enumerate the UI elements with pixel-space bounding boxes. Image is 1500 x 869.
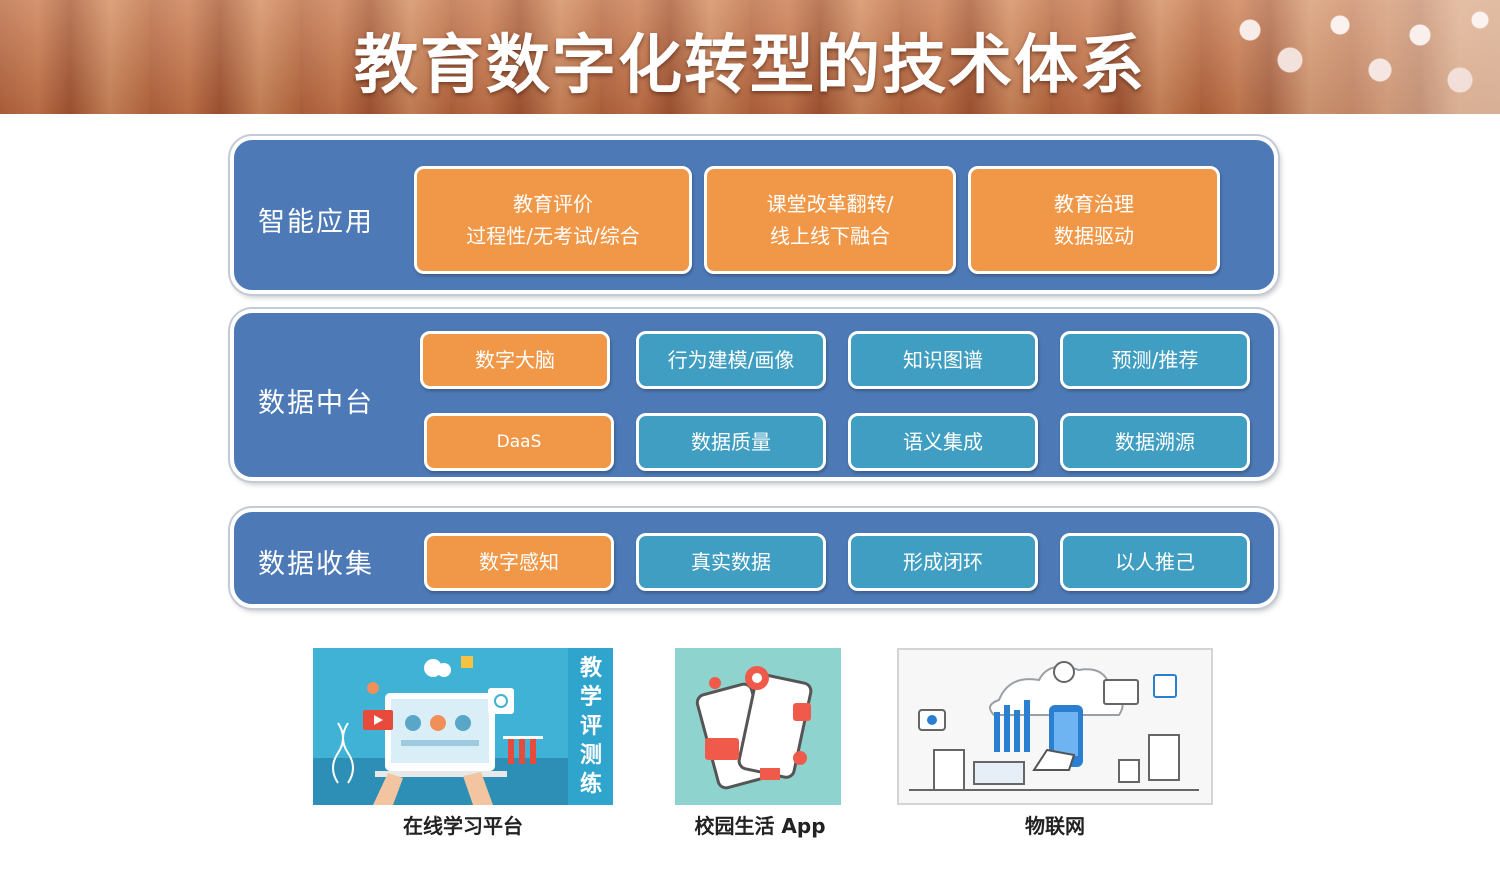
box-digital-brain: 数字大脑 [420,331,610,389]
laptop-learning-icon [313,648,613,805]
box-data-quality: 数据质量 [636,413,826,471]
layer-data-platform: 数据中台 数字大脑 行为建模/画像 知识图谱 预测/推荐 DaaS 数据质量 语… [230,309,1278,481]
iot-illustration [897,648,1213,805]
vertical-char: 练 [579,772,602,797]
box-line: 过程性/无考试/综合 [466,224,640,248]
header-banner: 教育数字化转型的技术体系 [0,0,1500,114]
online-learning-platform-illustration: 教 学 评 测 练 [313,648,613,805]
box-behavior-modeling: 行为建模/画像 [636,331,826,389]
box-data-provenance: 数据溯源 [1060,413,1250,471]
vertical-char: 教 [579,656,602,681]
box-closed-loop: 形成闭环 [848,533,1038,591]
box-empathy: 以人推己 [1060,533,1250,591]
box-prediction-recommendation: 预测/推荐 [1060,331,1250,389]
vertical-char: 测 [579,743,602,768]
layer-label-data-collection: 数据收集 [258,549,374,580]
smartphones-icon [675,648,841,805]
box-semantic-integration: 语义集成 [848,413,1038,471]
box-line: 课堂改革翻转/ [766,192,894,216]
box-line: 教育评价 [513,192,593,216]
cherry-blossom-decoration [1210,0,1500,114]
box-line: 教育治理 [1054,192,1134,216]
box-education-evaluation: 教育评价 过程性/无考试/综合 [414,166,692,274]
vertical-char: 学 [579,685,602,710]
box-line: 线上线下融合 [770,224,890,248]
box-real-data: 真实数据 [636,533,826,591]
iot-network-icon [899,650,1211,803]
box-knowledge-graph: 知识图谱 [848,331,1038,389]
box-daas: DaaS [424,413,614,471]
layer-label-smart-applications: 智能应用 [258,207,374,238]
page-title: 教育数字化转型的技术体系 [354,29,1146,103]
caption-online-learning-platform: 在线学习平台 [403,814,523,838]
box-line: 数据驱动 [1054,224,1134,248]
campus-app-illustration [675,648,841,805]
vertical-char: 评 [579,714,602,739]
layer-data-collection: 数据收集 数字感知 真实数据 形成闭环 以人推己 [230,508,1278,608]
caption-campus-app: 校园生活 App [694,814,826,838]
box-digital-perception: 数字感知 [424,533,614,591]
layer-smart-applications: 智能应用 教育评价 过程性/无考试/综合 课堂改革翻转/ 线上线下融合 教育治理… [230,136,1278,294]
teaching-cycle-vertical-text: 教 学 评 测 练 [575,654,607,799]
caption-iot: 物联网 [1025,814,1085,838]
box-classroom-reform: 课堂改革翻转/ 线上线下融合 [704,166,956,274]
layer-label-data-platform: 数据中台 [258,388,374,419]
box-education-governance: 教育治理 数据驱动 [968,166,1220,274]
